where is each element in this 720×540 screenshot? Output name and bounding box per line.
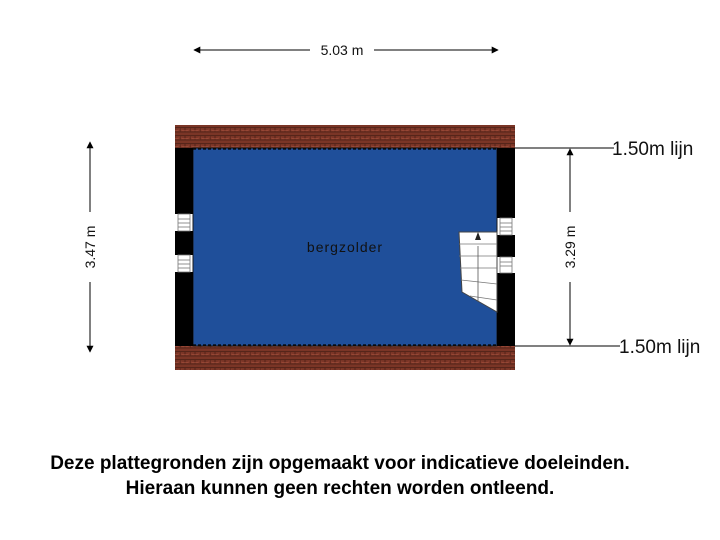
outer-height-dimension: 3.47 m bbox=[82, 141, 98, 353]
room-floor bbox=[192, 147, 498, 347]
lijn-bottom-label: 1.50m lijn bbox=[619, 337, 700, 358]
width-dimension-label: 5.03 m bbox=[321, 42, 364, 58]
outer-height-label: 3.47 m bbox=[82, 226, 98, 269]
disclaimer-line-1: Deze plattegronden zijn opgemaakt voor i… bbox=[50, 453, 630, 474]
inner-height-dimension: 3.29 m bbox=[562, 148, 578, 346]
disclaimer-line-2: Hieraan kunnen geen rechten worden ontle… bbox=[125, 478, 555, 499]
lijn-top-label: 1.50m lijn bbox=[612, 139, 693, 160]
width-dimension: 5.03 m bbox=[193, 42, 499, 58]
right-wall-lower bbox=[497, 273, 515, 346]
left-wall-mid bbox=[175, 231, 193, 255]
staircase bbox=[458, 231, 498, 313]
right-wall-mid bbox=[497, 235, 515, 257]
left-wall-upper bbox=[175, 148, 193, 214]
roof-tiles-top bbox=[175, 125, 515, 149]
roof-tiles-bottom bbox=[175, 346, 515, 370]
right-wall-upper bbox=[497, 148, 515, 218]
room-label: bergzolder bbox=[307, 239, 383, 255]
inner-height-label: 3.29 m bbox=[562, 226, 578, 269]
left-window-bottom bbox=[177, 254, 191, 273]
left-wall-lower bbox=[175, 272, 193, 346]
right-window-top bbox=[499, 217, 513, 236]
left-window-top bbox=[177, 213, 191, 232]
right-window-bottom bbox=[499, 256, 513, 274]
